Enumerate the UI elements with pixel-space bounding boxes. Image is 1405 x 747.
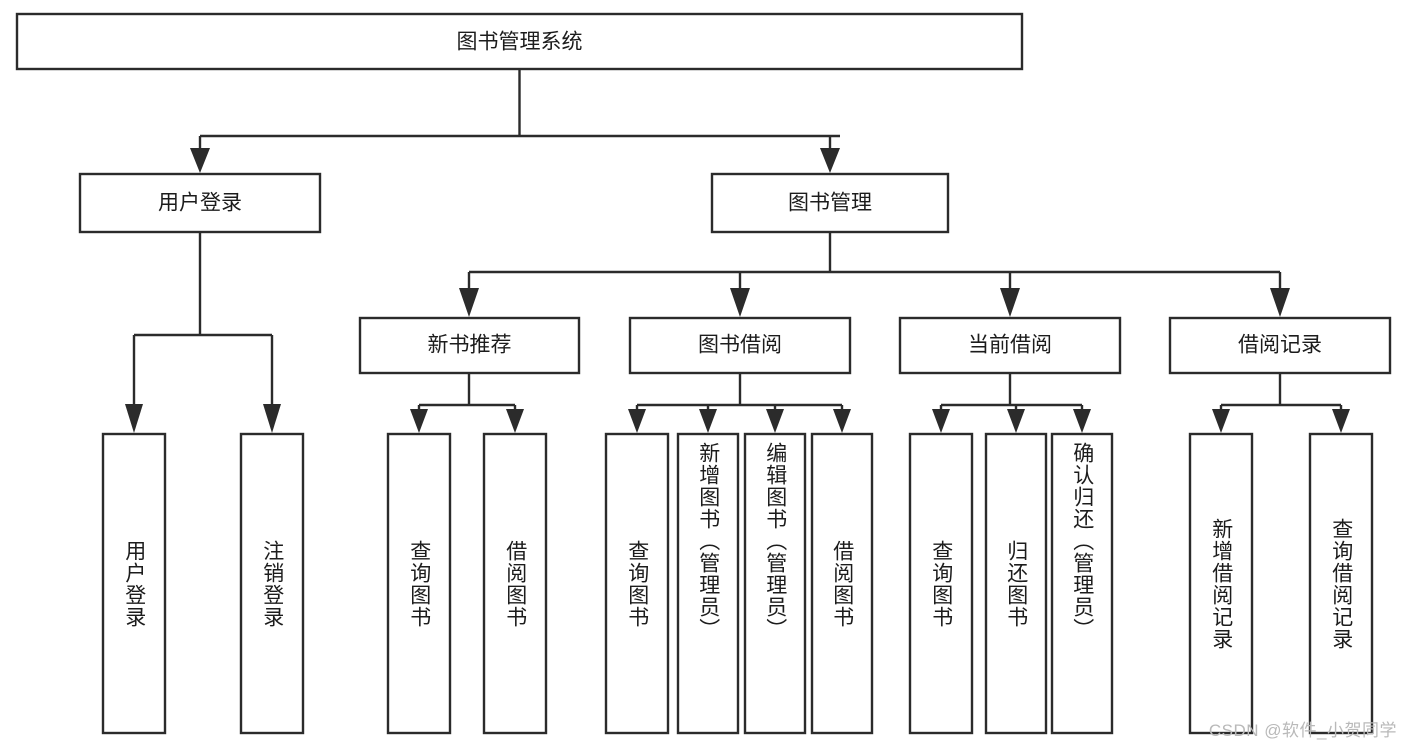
arrow-head-user-login xyxy=(190,148,210,173)
node-book-borrow-box[interactable] xyxy=(628,316,852,375)
node-root-box[interactable] xyxy=(15,12,1024,71)
node-current-borrow-box[interactable] xyxy=(898,316,1122,375)
arrow-head-leaf-borrow-book-2 xyxy=(833,409,851,433)
node-leaf-logout-box[interactable] xyxy=(239,432,305,735)
node-leaf-edit-book-box[interactable] xyxy=(743,432,807,735)
arrow-head-leaf-query-record xyxy=(1332,409,1350,433)
node-leaf-query-record-box[interactable] xyxy=(1308,432,1374,735)
node-leaf-confirm-return-box[interactable] xyxy=(1050,432,1114,735)
node-leaf-borrow-book-1-box[interactable] xyxy=(482,432,548,735)
node-leaf-add-book-box[interactable] xyxy=(676,432,740,735)
node-borrow-record-label: 借阅记录 xyxy=(1238,334,1322,357)
arrow-head-leaf-query-book-2 xyxy=(628,409,646,433)
arrow-head-leaf-add-record xyxy=(1212,409,1230,433)
arrow-head-leaf-query-book-1 xyxy=(410,409,428,433)
node-book-manage-box[interactable] xyxy=(710,172,950,234)
node-leaf-return-book-box[interactable] xyxy=(984,432,1048,735)
node-leaf-query-book-3-box[interactable] xyxy=(908,432,974,735)
arrow-head-leaf-confirm-return xyxy=(1073,409,1091,433)
node-leaf-add-record-box[interactable] xyxy=(1188,432,1254,735)
arrow-head-leaf-return-book xyxy=(1007,409,1025,433)
node-current-borrow-label: 当前借阅 xyxy=(968,334,1052,357)
arrow-head-current-borrow xyxy=(1000,288,1020,317)
connector-layer xyxy=(125,69,1350,433)
node-layer: 图书管理系统 用户登录 图书管理 新书推荐 图书借阅 当前借阅 借阅记录 xyxy=(15,12,1392,735)
node-leaf-query-book-2-box[interactable] xyxy=(604,432,670,735)
node-user-login-label: 用户登录 xyxy=(158,192,242,215)
node-borrow-record-box[interactable] xyxy=(1168,316,1392,375)
node-leaf-query-book-1-box[interactable] xyxy=(386,432,452,735)
arrow-head-leaf-query-book-3 xyxy=(932,409,950,433)
arrow-head-leaf-add-book xyxy=(699,409,717,433)
node-new-book-recommend-box[interactable] xyxy=(358,316,581,375)
arrow-head-book-manage xyxy=(820,148,840,173)
arrow-head-leaf-edit-book xyxy=(766,409,784,433)
arrow-head-borrow-record xyxy=(1270,288,1290,317)
arrow-head-book-borrow xyxy=(730,288,750,317)
node-leaf-user-login-box[interactable] xyxy=(101,432,167,735)
arrow-head-leaf-user-login xyxy=(125,404,143,433)
arrow-head-new-book-recommend xyxy=(459,288,479,317)
node-book-borrow-label: 图书借阅 xyxy=(698,334,782,357)
csdn-watermark: CSDN @软件_小贺同学 xyxy=(1208,721,1397,740)
arrow-head-leaf-borrow-book-1 xyxy=(506,409,524,433)
node-book-manage-label: 图书管理 xyxy=(788,192,872,215)
node-new-book-recommend-label: 新书推荐 xyxy=(428,334,512,357)
node-root-label: 图书管理系统 xyxy=(457,31,583,54)
arrow-head-leaf-logout xyxy=(263,404,281,433)
node-leaf-borrow-book-2-box[interactable] xyxy=(810,432,874,735)
node-user-login-box[interactable] xyxy=(78,172,322,234)
